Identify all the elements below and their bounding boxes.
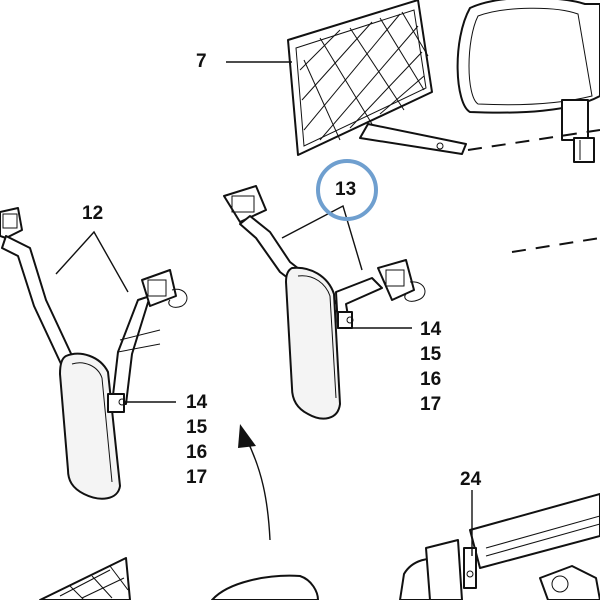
curved-arrow	[238, 424, 271, 541]
callout-left-17: 17	[186, 467, 208, 488]
left-mirror-assembly	[0, 207, 188, 500]
callout-stack-left: 14 15 16 17	[186, 393, 207, 493]
callout-24: 24	[460, 469, 482, 490]
leader-12	[55, 230, 129, 293]
callout-stack-center: 14 15 16 17	[420, 320, 441, 420]
callout-12: 12	[82, 203, 104, 224]
net-mirror-7	[287, 0, 467, 156]
callout-center-15: 15	[420, 344, 442, 365]
center-mirror-assembly	[223, 185, 426, 420]
leader-13	[281, 204, 363, 271]
bottom-center-part	[211, 574, 319, 600]
callout-center-16: 16	[420, 369, 442, 390]
rear-view-mirror-head	[456, 0, 600, 163]
assembly-line-middle	[511, 237, 600, 253]
callout-left-16: 16	[186, 442, 208, 463]
callout-13: 13	[335, 179, 357, 200]
callout-center-17: 17	[420, 394, 442, 415]
callout-left-14: 14	[186, 392, 208, 413]
callout-7: 7	[196, 51, 207, 72]
net-mirror-partial-bottom	[39, 557, 131, 600]
callout-center-14: 14	[420, 319, 442, 340]
callout-left-15: 15	[186, 417, 208, 438]
bracket-24-assembly	[399, 493, 600, 600]
highlight-ring	[316, 159, 378, 221]
